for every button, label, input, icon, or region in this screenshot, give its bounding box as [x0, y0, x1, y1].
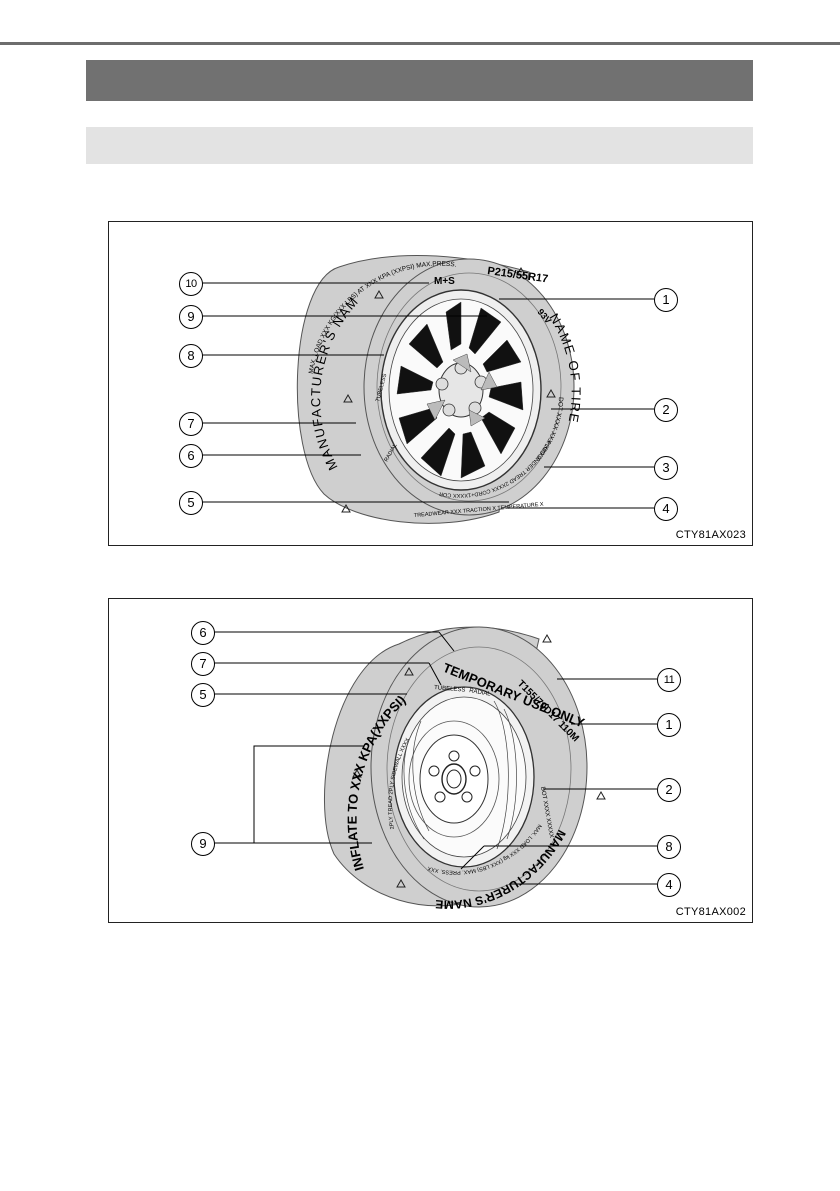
callout-2: 2 [657, 778, 681, 802]
callout-9: 9 [191, 832, 215, 856]
callout-5: 5 [191, 683, 215, 707]
radial-text: RADIAL [469, 688, 492, 698]
tubeless-text: TUBELESS [434, 685, 466, 694]
section-title-bar [86, 60, 753, 101]
callout-1: 1 [657, 713, 681, 737]
ms-text: M+S [434, 276, 455, 287]
callout-4: 4 [654, 497, 678, 521]
callout-7: 7 [191, 652, 215, 676]
spare-tire-illustration: TEMPORARY USE ONLY T155/70D17 110M TUBEL… [109, 599, 657, 912]
section-subtitle-bar [86, 127, 753, 164]
callout-3: 3 [654, 456, 678, 480]
callout-5: 5 [179, 491, 203, 515]
figure-code: CTY81AX023 [675, 529, 746, 541]
callout-8: 8 [657, 835, 681, 859]
callout-7: 7 [179, 412, 203, 436]
callout-8: 8 [179, 344, 203, 368]
top-rule [0, 42, 840, 45]
spare-tire-figure: TEMPORARY USE ONLY T155/70D17 110M TUBEL… [108, 598, 753, 923]
standard-tire-illustration: M+S P215/55R17 93V NAME OF TIRE MANUFACT… [109, 222, 654, 524]
standard-tire-figure: M+S P215/55R17 93V NAME OF TIRE MANUFACT… [108, 221, 753, 546]
figure-code: CTY81AX002 [675, 906, 746, 918]
callout-6: 6 [191, 621, 215, 645]
callout-11: 11 [657, 668, 681, 692]
callout-6: 6 [179, 444, 203, 468]
callout-2: 2 [654, 398, 678, 422]
callout-10: 10 [179, 272, 203, 296]
manufacturer-name-text: MANUFACTURER'S NAME [109, 222, 362, 473]
callout-9: 9 [179, 305, 203, 329]
callout-4: 4 [657, 873, 681, 897]
callout-1: 1 [654, 288, 678, 312]
